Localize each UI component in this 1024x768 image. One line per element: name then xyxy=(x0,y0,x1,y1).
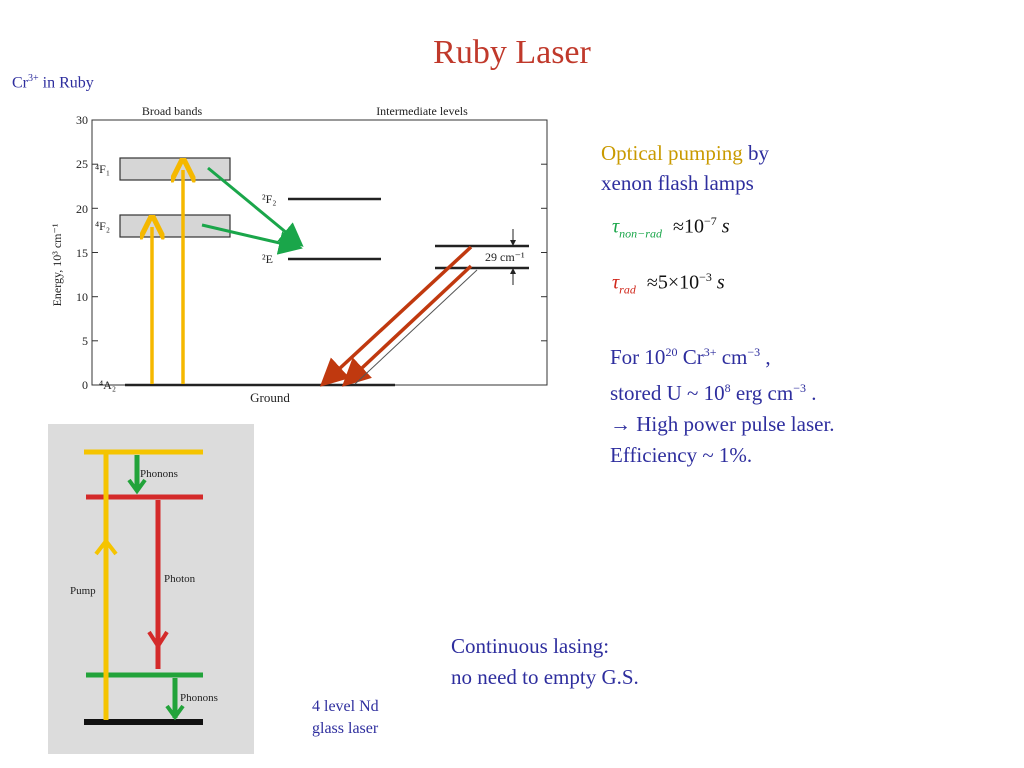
splitting-label: 29 cm⁻¹ xyxy=(485,250,525,264)
energy-level-diagram: Broad bands Intermediate levels Energy, … xyxy=(50,104,548,405)
label-2F2: ²F₂ xyxy=(262,192,276,206)
tau-nonrad-exp: −7 xyxy=(703,214,717,228)
band-4F1 xyxy=(119,157,231,181)
optical-pumping-label: Optical pumping xyxy=(601,141,743,165)
emission-arrow-R2 xyxy=(341,264,473,387)
tau-rad-formula: τrad ≈5×10−3 s xyxy=(612,270,725,298)
for-l1-c: cm xyxy=(716,345,748,369)
tau-nonrad-approx: ≈ xyxy=(672,215,684,238)
nd-diagram-background xyxy=(48,424,254,754)
nd-four-level-diagram: Phonons Photon Pump Phonons xyxy=(48,424,254,754)
tau-nonrad-base: 10 xyxy=(683,215,704,238)
continuous-lasing-text: Continuous lasing: no need to empty G.S. xyxy=(451,631,639,693)
nd-caption-line-2: glass laser xyxy=(312,720,379,737)
tau-nonrad-symbol: τ xyxy=(612,215,620,238)
x-axis-label-ground: Ground xyxy=(250,390,290,405)
for-l2-a: stored U ~ 10 xyxy=(610,381,725,405)
tau-rad-approx: ≈ xyxy=(646,271,658,294)
for-line-3: → High power pulse laser. xyxy=(610,412,835,436)
label-4F2: ⁴F₂ xyxy=(95,219,110,233)
for-l1-b: Cr xyxy=(677,345,704,369)
stored-energy-block: For 1020 Cr3+ cm−3 , stored U ~ 108 erg … xyxy=(610,337,835,471)
y-axis-label: Energy, 10³ cm⁻¹ xyxy=(50,223,64,306)
tick-label-20: 20 xyxy=(76,202,88,216)
continuous-line-2: no need to empty G.S. xyxy=(451,665,639,689)
tick-label-0: 0 xyxy=(82,378,88,392)
nd-phonons-bottom-label: Phonons xyxy=(180,692,218,704)
label-4A2: ⁴A₂ xyxy=(99,378,116,392)
for-line-2: stored U ~ 108 erg cm−3 . xyxy=(610,373,835,409)
slide-title: Ruby Laser xyxy=(433,34,591,71)
for-l2-sup2: −3 xyxy=(793,381,806,395)
emission-shadow-line xyxy=(354,269,478,385)
nd-phonon-top-arrowhead xyxy=(127,478,147,495)
tick-label-15: 15 xyxy=(76,246,88,260)
nd-phonon-bottom-arrowhead xyxy=(165,704,185,721)
for-line-1: For 1020 Cr3+ cm−3 , xyxy=(610,337,835,373)
nd-photon-label: Photon xyxy=(164,573,196,585)
tick-label-5: 5 xyxy=(82,334,88,348)
relax-arrow-4F1 xyxy=(207,166,304,247)
subtitle-prefix: Cr xyxy=(12,74,28,92)
tau-rad-exp: −3 xyxy=(699,270,712,284)
band-4F2 xyxy=(119,214,231,238)
for-l2-b: erg cm xyxy=(730,381,794,405)
emission-arrow-R1 xyxy=(319,245,473,387)
tau-nonrad-subscript: non−rad xyxy=(619,226,662,241)
tau-rad-value: 5×10 xyxy=(657,271,700,294)
header-intermediate-levels: Intermediate levels xyxy=(376,104,468,118)
tick-label-30: 30 xyxy=(76,113,88,127)
tau-rad-unit: s xyxy=(716,271,725,294)
for-l1-sup2: 3+ xyxy=(703,345,717,359)
for-l2-c: . xyxy=(805,381,817,405)
header-broad-bands: Broad bands xyxy=(142,104,203,118)
for-l1-sup3: −3 xyxy=(747,345,761,359)
tau-nonrad-unit: s xyxy=(721,215,730,238)
tau-rad-symbol: τ xyxy=(612,271,620,294)
nd-photon-arrowhead xyxy=(147,630,169,650)
xenon-flash-lamps: xenon flash lamps xyxy=(601,171,754,195)
tick-label-25: 25 xyxy=(76,157,88,171)
tau-nonrad-formula: τnon−rad ≈10−7 s xyxy=(612,214,730,242)
tau-rad-subscript: rad xyxy=(619,282,636,297)
nd-pump-arrowhead xyxy=(94,537,118,556)
continuous-line-1: Continuous lasing: xyxy=(451,634,610,658)
subtitle-suffix: in Ruby xyxy=(38,74,94,92)
for-l2-sup1: 8 xyxy=(724,381,731,395)
subtitle-sup: 3+ xyxy=(28,73,39,84)
tick-label-10: 10 xyxy=(76,290,88,304)
relax-arrow-4F2 xyxy=(201,223,303,255)
label-2E: ²E xyxy=(262,252,273,266)
nd-caption-line-1: 4 level Nd xyxy=(312,698,379,715)
nd-phonons-top-label: Phonons xyxy=(140,468,178,480)
y-ticks xyxy=(92,163,547,386)
nd-caption: 4 level Nd glass laser xyxy=(312,696,379,740)
optical-pumping-by: by xyxy=(742,141,769,165)
for-l1-sup1: 20 xyxy=(665,345,678,359)
for-line-4: Efficiency ~ 1%. xyxy=(610,443,753,467)
optical-pumping-text: Optical pumping by xenon flash lamps xyxy=(601,138,769,198)
nd-pump-label: Pump xyxy=(70,585,96,597)
label-4F1: ⁴F₁ xyxy=(95,162,110,176)
splitting-label-bg xyxy=(480,250,536,264)
slide-subtitle: Cr3+ in Ruby xyxy=(12,73,94,92)
for-l1-d: , xyxy=(760,345,771,369)
for-l1-a: For 10 xyxy=(610,345,666,369)
